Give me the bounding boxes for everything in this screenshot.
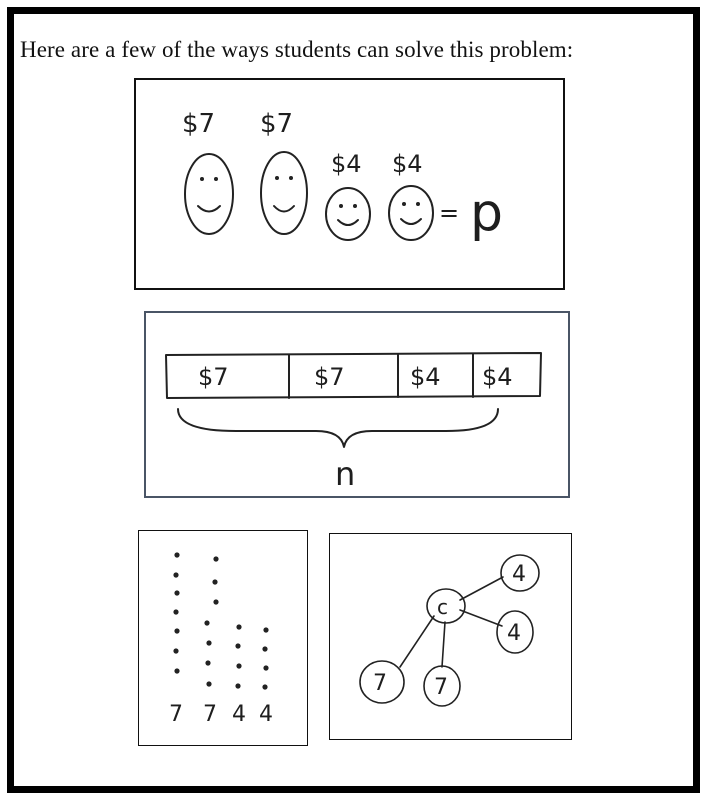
web-node-label-4: 7	[434, 675, 448, 700]
web-node-2: 4	[497, 611, 533, 653]
web-node-4: 7	[424, 666, 460, 706]
tape-segment-1: $7	[198, 363, 229, 391]
tape-brace	[178, 409, 498, 447]
dot-column-label-3: 4	[232, 702, 246, 727]
dot-column-label-1: 7	[169, 702, 183, 727]
web-node-1: 4	[501, 555, 539, 591]
face-2	[261, 152, 307, 234]
tape-segment-3: $4	[410, 363, 441, 391]
tape-diagram-panel: $7 $7 $4 $4 n	[144, 311, 570, 498]
faces-drawing-panel: $7 $7 $4 $4	[134, 78, 565, 290]
web-node-label-3: 7	[373, 671, 387, 696]
web-node-label-2: 4	[507, 621, 521, 646]
faces-result-variable: p	[470, 183, 503, 243]
tape-total-variable: n	[335, 455, 355, 493]
face-label-3: $4	[331, 150, 362, 178]
tape-segment-2: $7	[314, 363, 345, 391]
face-label-1: $7	[182, 109, 215, 139]
dot-columns-panel: 7 7 4 4	[138, 530, 308, 746]
page-heading: Here are a few of the ways students can …	[20, 37, 573, 63]
face-4	[389, 186, 433, 240]
web-diagram-panel: c 4 4 7 7	[329, 533, 572, 740]
face-label-2: $7	[260, 109, 293, 139]
face-3	[326, 188, 370, 240]
dot-column-4	[262, 627, 268, 689]
dot-column-label-4: 4	[259, 702, 273, 727]
web-center-node: c	[427, 589, 465, 623]
dot-column-2	[204, 556, 218, 686]
face-label-4: $4	[392, 150, 423, 178]
web-node-label-1: 4	[512, 562, 526, 587]
dot-column-1	[173, 552, 179, 673]
dot-column-3	[235, 624, 241, 688]
web-node-3: 7	[360, 661, 404, 703]
web-center-label: c	[437, 595, 448, 619]
tape-segment-4: $4	[482, 363, 513, 391]
dot-column-label-2: 7	[203, 702, 217, 727]
face-1	[185, 154, 233, 234]
equals-sign: =	[439, 199, 459, 227]
